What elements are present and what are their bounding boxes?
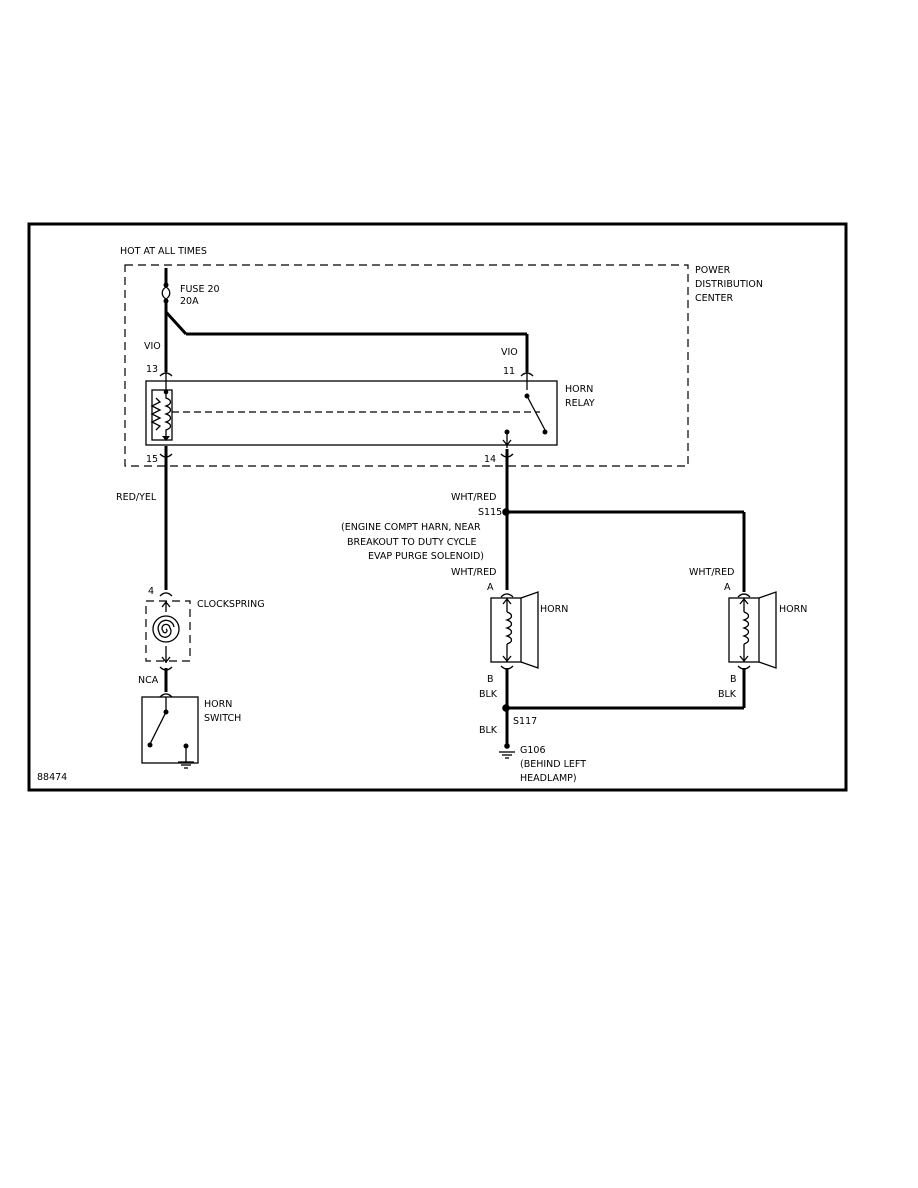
- blk-wire-label-1: BLK: [479, 689, 498, 700]
- horn-switch-box: [141, 696, 199, 764]
- fuse-rating-label: 20A: [180, 296, 199, 307]
- horn-2-label: HORN: [779, 604, 807, 615]
- pdc-label-line1: POWER: [695, 265, 731, 276]
- vio-left-label: VIO: [144, 341, 161, 352]
- red-yel-wire-label: RED/YEL: [116, 492, 157, 503]
- horn-2-pin-a-label: A: [724, 582, 731, 593]
- fuse-name-label: FUSE 20: [180, 284, 220, 295]
- s117-label: S117: [513, 716, 537, 727]
- horn-relay-label-line2: RELAY: [565, 398, 595, 409]
- wht-red-wire-label-1: WHT/RED: [451, 492, 496, 503]
- fuse-20-symbol: [161, 286, 171, 300]
- hot-at-all-times-label: HOT AT ALL TIMES: [120, 246, 207, 257]
- clockspring-spiral: [157, 619, 175, 638]
- pin-15-label: 15: [146, 454, 158, 465]
- wht-red-wire-label-3: WHT/RED: [689, 567, 734, 578]
- nca-wire-label: NCA: [138, 675, 159, 686]
- s115-note-line1: (ENGINE COMPT HARN, NEAR: [341, 522, 481, 533]
- horn-1-label: HORN: [540, 604, 568, 615]
- horn-1-pin-b-label: B: [487, 674, 494, 685]
- s115-note-line2: BREAKOUT TO DUTY CYCLE: [347, 537, 476, 548]
- g106-note-line1: (BEHIND LEFT: [520, 759, 586, 770]
- clockspring-label: CLOCKSPRING: [197, 599, 265, 610]
- horn-relay-box: [145, 380, 558, 446]
- fuse-top-terminal: [163, 282, 169, 288]
- horn-switch-label-line2: SWITCH: [204, 713, 241, 724]
- g106-note-line2: HEADLAMP): [520, 773, 577, 784]
- vio-right-label: VIO: [501, 347, 518, 358]
- g106-label: G106: [520, 745, 546, 756]
- horn-2-pin-b-label: B: [730, 674, 737, 685]
- relay-coil-symbol: [163, 392, 172, 438]
- horn-1-body: [490, 597, 522, 663]
- horn-relay-label-line1: HORN: [565, 384, 593, 395]
- blk-wire-label-3: BLK: [479, 725, 498, 736]
- pdc-label-line2: DISTRIBUTION: [695, 279, 763, 290]
- horn-1-pin-a-label: A: [487, 582, 494, 593]
- diagram-frame: [27, 222, 848, 792]
- blk-wire-label-2: BLK: [718, 689, 737, 700]
- switch-ground-icon: [178, 761, 194, 769]
- s115-note-line3: EVAP PURGE SOLENOID): [368, 551, 484, 562]
- s115-label: S115: [478, 507, 502, 518]
- figure-id-label: 88474: [37, 772, 67, 783]
- pin-13-label: 13: [146, 364, 158, 375]
- power-distribution-center-outline: [124, 264, 689, 467]
- clockspring-pin-4-label: 4: [148, 586, 154, 597]
- pin-11-label: 11: [503, 366, 515, 377]
- horn-switch-label-line1: HORN: [204, 699, 232, 710]
- pin-14-label: 14: [484, 454, 496, 465]
- g106-ground-icon: [499, 751, 515, 759]
- pdc-label-line3: CENTER: [695, 293, 734, 304]
- wht-red-wire-label-2: WHT/RED: [451, 567, 496, 578]
